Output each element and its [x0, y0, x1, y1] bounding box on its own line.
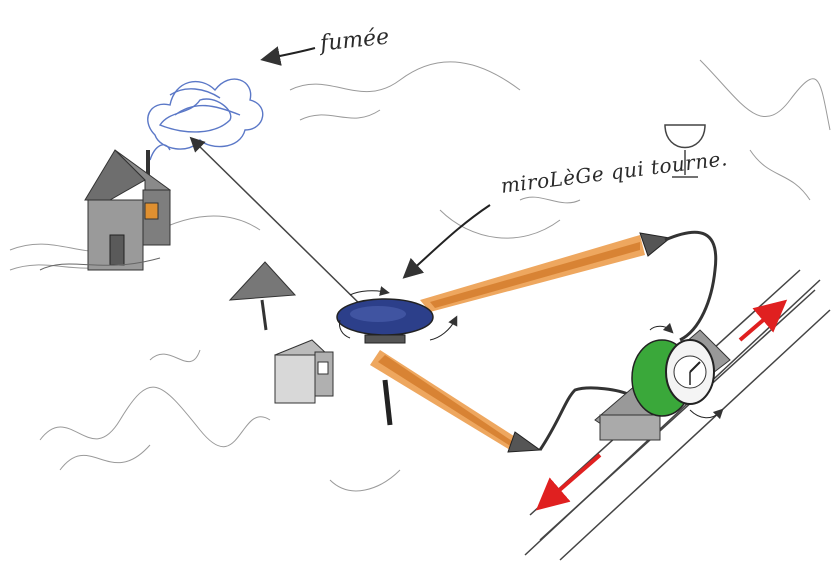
cable: [665, 232, 716, 340]
light-beam-lower: [370, 350, 540, 452]
smoke-cloud: [148, 79, 263, 160]
smoke-label-arrow: [270, 48, 315, 58]
drum-machine: [595, 326, 730, 440]
barrier-post: [385, 380, 390, 425]
background-scribbles: [10, 60, 830, 491]
observation-box: [275, 340, 333, 403]
window-lit: [145, 203, 158, 219]
small-tree: [230, 262, 295, 330]
light-beam-upper: [420, 233, 670, 312]
rail-track: [525, 270, 830, 560]
mirror-label-arrow: [410, 205, 490, 272]
house-left: [40, 150, 170, 270]
